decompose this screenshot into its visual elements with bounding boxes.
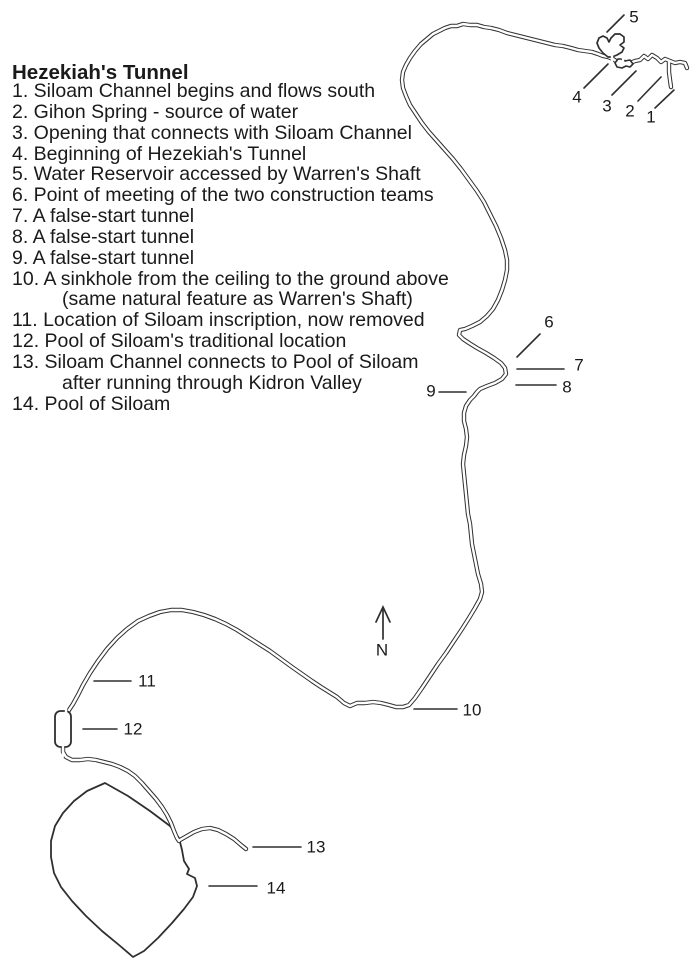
legend-item-10-cont: (same natural feature as Warren's Shaft) xyxy=(62,288,413,311)
legend-item-5: 5. Water Reservoir accessed by Warren's … xyxy=(12,163,421,186)
map-label-14: 14 xyxy=(266,878,286,898)
channel-junction-openings xyxy=(61,48,625,757)
traditional-pool-shape xyxy=(54,710,72,748)
map-label-1: 1 xyxy=(646,107,656,127)
tunnel-path-outer xyxy=(60,21,690,852)
legend-item-7: 7. A false-start tunnel xyxy=(12,205,195,228)
map-label-11: 11 xyxy=(138,671,156,691)
leader-line-6 xyxy=(516,333,541,358)
legend-item-11: 11. Location of Siloam inscription, now … xyxy=(12,309,425,332)
legend-item-14: 14. Pool of Siloam xyxy=(12,392,171,415)
map-label-4: 4 xyxy=(572,87,582,107)
legend-item-13-cont: after running through Kidron Valley xyxy=(62,371,362,394)
map-label-6: 6 xyxy=(544,312,554,332)
legend-item-8: 8. A false-start tunnel xyxy=(12,225,195,248)
map-label-7: 7 xyxy=(574,355,584,375)
leader-line-4 xyxy=(583,63,609,89)
leader-line-5 xyxy=(606,14,625,33)
legend-list: 1. Siloam Channel begins and flows south… xyxy=(12,81,449,415)
legend-item-10: 10. A sinkhole from the ceiling to the g… xyxy=(12,267,449,290)
legend-item-9: 9. A false-start tunnel xyxy=(12,246,195,269)
pool-of-siloam-shape xyxy=(50,782,198,958)
map-label-13: 13 xyxy=(306,837,326,857)
leader-line-3 xyxy=(611,70,637,96)
map-label-2: 2 xyxy=(625,101,635,121)
legend-title: Hezekiah's Tunnel xyxy=(12,61,189,84)
legend-item-1: 1. Siloam Channel begins and flows south xyxy=(12,80,376,102)
tunnel-path-inner xyxy=(61,22,689,851)
compass-label: N xyxy=(375,640,389,660)
legend-item-6: 6. Point of meeting of the two construct… xyxy=(12,184,434,207)
leader-lines xyxy=(82,14,675,887)
map-label-8: 8 xyxy=(562,377,572,397)
north-arrow-icon xyxy=(375,604,391,640)
map-label-3: 3 xyxy=(602,96,612,116)
legend-item-3: 3. Opening that connects with Siloam Cha… xyxy=(12,121,412,144)
map-label-9: 9 xyxy=(426,381,436,401)
legend-item-13: 13. Siloam Channel connects to Pool of S… xyxy=(12,350,419,373)
water-reservoir-shape xyxy=(596,33,625,58)
map-label-10: 10 xyxy=(462,700,482,720)
map-label-12: 12 xyxy=(123,719,143,739)
leader-line-1 xyxy=(654,89,675,109)
legend-item-4: 4. Beginning of Hezekiah's Tunnel xyxy=(12,142,307,165)
leader-line-2 xyxy=(637,76,662,102)
map-label-5: 5 xyxy=(629,7,639,27)
legend-item-2: 2. Gihon Spring - source of water xyxy=(12,100,299,123)
legend-item-12: 12. Pool of Siloam's traditional locatio… xyxy=(12,330,347,353)
